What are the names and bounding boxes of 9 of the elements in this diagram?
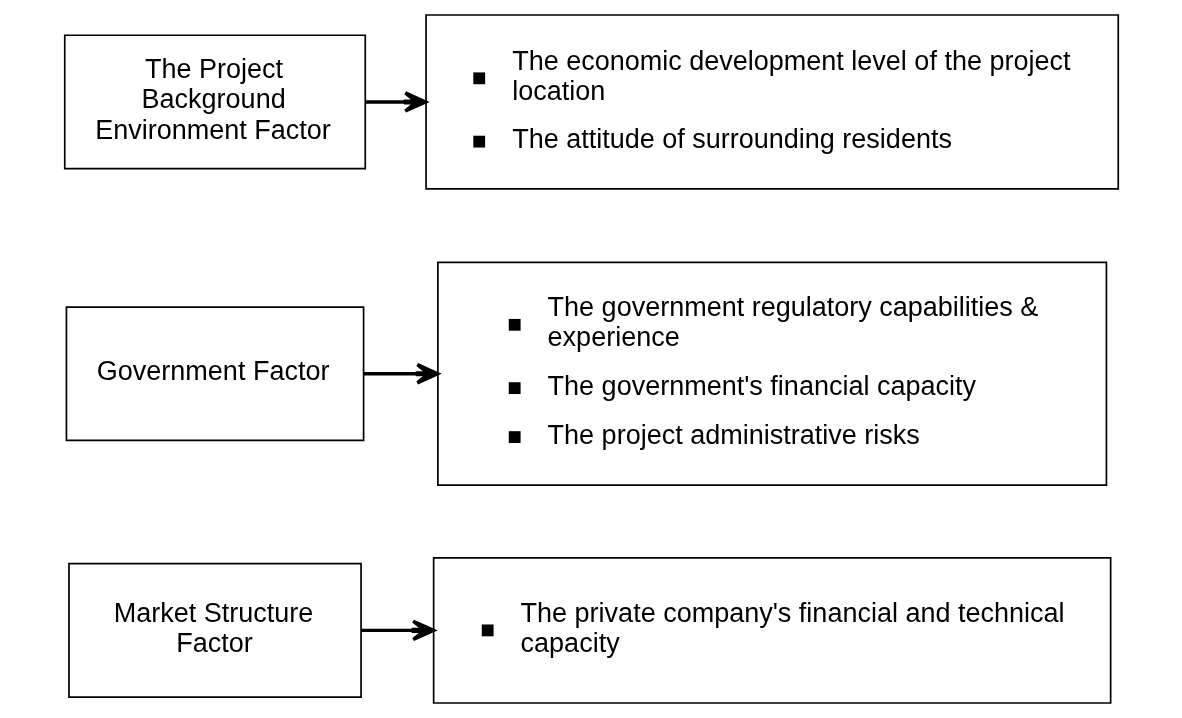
arrow	[365, 91, 427, 113]
node-box: The Project Background Environment Factor	[63, 34, 366, 170]
arrow	[360, 619, 435, 642]
arrow	[363, 362, 439, 385]
node-box: The government regulatory capabilities & experience The government's financial capacity The project administrative risks	[436, 261, 1107, 487]
node-box: The economic development level of the project location The attitude of surrounding residents	[424, 14, 1119, 190]
node-box: The private company's financial and technical capacity	[432, 556, 1111, 704]
node-box: Market Structure Factor	[67, 562, 362, 698]
node-box: Government Factor	[65, 306, 364, 442]
